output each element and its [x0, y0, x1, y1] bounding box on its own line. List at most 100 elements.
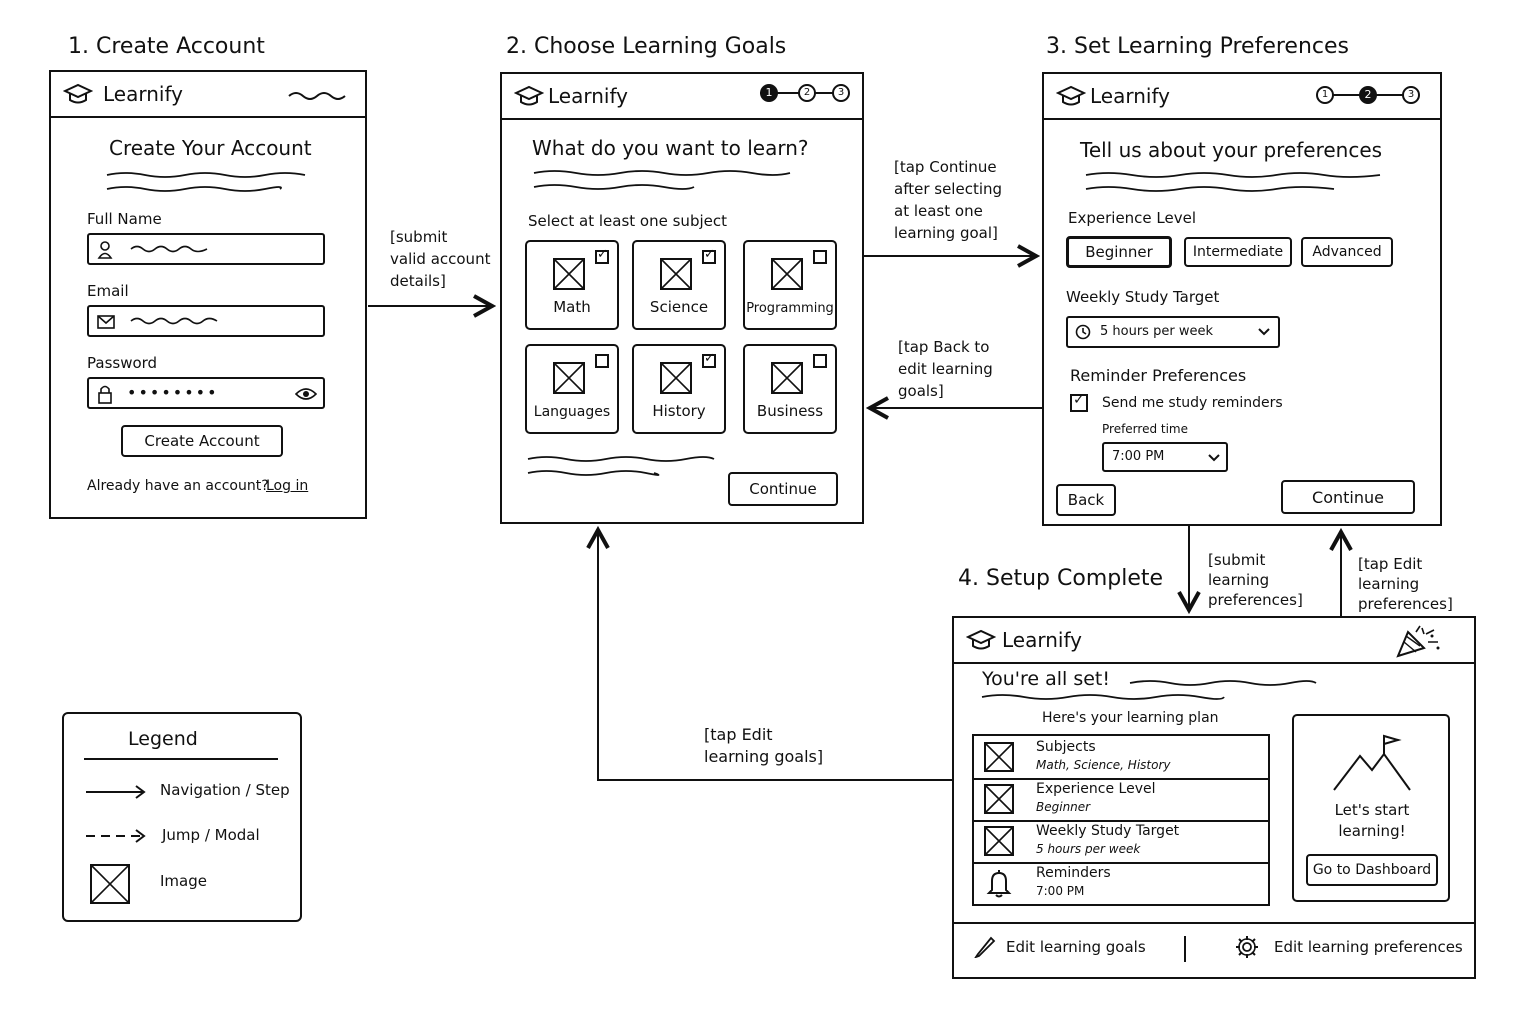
input-squiggle — [130, 317, 218, 325]
level-beginner-button[interactable]: Beginner — [1066, 236, 1172, 268]
subject-tile-business[interactable]: Business — [743, 344, 837, 434]
weekly-target-label: Weekly Study Target — [1066, 288, 1220, 306]
mail-icon — [97, 315, 115, 329]
level-advanced-button[interactable]: Advanced — [1301, 237, 1393, 267]
legend-box: Legend Navigation / Step Jump / Modal Im… — [62, 712, 302, 922]
learning-plan-list: Subjects Math, Science, History Experien… — [972, 734, 1270, 906]
preferred-time-value: 7:00 PM — [1112, 449, 1165, 464]
cta-text: Let's start learning! — [1334, 801, 1410, 840]
image-placeholder-icon — [984, 742, 1014, 772]
step-1-indicator: 1 — [760, 84, 778, 102]
transition-tap-back: [tap Back to edit learning goals] — [898, 338, 993, 400]
eye-icon[interactable] — [295, 387, 317, 401]
legend-title: Legend — [128, 728, 198, 750]
party-popper-icon — [1396, 625, 1440, 658]
subject-tile-languages[interactable]: Languages — [525, 344, 619, 434]
subject-tile-history[interactable]: History — [632, 344, 726, 434]
plan-item-detail: Math, Science, History — [1036, 758, 1171, 772]
plan-item-detail: 7:00 PM — [1036, 884, 1085, 898]
create-account-button[interactable]: Create Account — [121, 425, 283, 457]
arrow-tap-edit-goals — [598, 530, 952, 781]
lock-icon — [98, 385, 112, 404]
subject-name: History — [652, 402, 706, 420]
go-to-dashboard-button[interactable]: Go to Dashboard — [1306, 854, 1438, 886]
footer-separator — [1184, 936, 1186, 962]
login-prompt: Already have an account? — [87, 478, 269, 494]
image-placeholder-icon — [771, 258, 803, 290]
subject-checkbox-languages[interactable] — [595, 354, 609, 368]
screen-title-setup-complete: 4. Setup Complete — [958, 566, 1164, 591]
reminder-checkbox[interactable]: ✓ — [1070, 392, 1088, 412]
edit-prefs-link[interactable]: Edit learning preferences — [1274, 938, 1463, 956]
learning-goals-screen: Learnify 1 2 3 What do you want to learn… — [500, 72, 864, 524]
subject-name: Business — [756, 402, 824, 420]
legend-item-image: Image — [160, 872, 207, 890]
legend-divider — [84, 758, 278, 760]
continue-button[interactable]: Continue — [728, 472, 838, 506]
back-button[interactable]: Back — [1056, 484, 1116, 516]
subject-name: Math — [553, 298, 591, 316]
graduation-cap-icon — [63, 83, 93, 104]
level-intermediate-button[interactable]: Intermediate — [1184, 237, 1292, 267]
clock-icon — [1075, 324, 1091, 340]
mountain-flag-icon — [1333, 734, 1411, 791]
image-placeholder-icon — [984, 826, 1014, 856]
screen-title-preferences: 3. Set Learning Preferences — [1046, 34, 1349, 59]
full-name-field[interactable] — [87, 233, 325, 265]
app-bar: Learnify 1 2 3 — [1044, 74, 1440, 120]
checkmark-icon: ✓ — [1073, 392, 1085, 408]
subject-instruction: Select at least one subject — [528, 212, 727, 230]
weekly-target-select[interactable]: 5 hours per week — [1066, 316, 1280, 348]
preferred-time-label: Preferred time — [1102, 422, 1189, 436]
graduation-cap-icon — [1056, 85, 1086, 106]
subject-name: Languages — [533, 404, 611, 420]
full-name-label: Full Name — [87, 210, 162, 228]
step-3-indicator: 3 — [1402, 86, 1420, 104]
solid-arrow-icon — [86, 785, 146, 799]
experience-label: Experience Level — [1068, 209, 1197, 227]
menu-squiggle-icon[interactable] — [287, 90, 349, 102]
subject-checkbox-history[interactable] — [702, 351, 716, 368]
footer-divider — [954, 922, 1474, 924]
plan-item-detail: 5 hours per week — [1036, 842, 1141, 856]
preferred-time-select[interactable]: 7:00 PM — [1102, 442, 1228, 472]
plan-item-detail: Beginner — [1036, 800, 1091, 814]
image-placeholder-icon — [660, 362, 692, 394]
subject-checkbox-business[interactable] — [813, 354, 827, 368]
login-link[interactable]: Log in — [266, 478, 309, 494]
edit-goals-link[interactable]: Edit learning goals — [1006, 938, 1146, 956]
brand-name: Learnify — [1002, 628, 1082, 652]
step-3-indicator: 3 — [832, 84, 850, 102]
graduation-cap-icon — [966, 629, 996, 650]
subject-tile-science[interactable]: Science — [632, 240, 726, 330]
subject-tile-math[interactable]: Math — [525, 240, 619, 330]
image-placeholder-icon — [984, 784, 1014, 814]
email-field[interactable] — [87, 305, 325, 337]
password-value: •••••••• — [127, 383, 219, 402]
subtitle-placeholder-lines — [1085, 172, 1381, 192]
bell-icon — [986, 870, 1012, 898]
transition-tap-edit-goals: [tap Edit learning goals] — [704, 725, 824, 766]
app-bar: Learnify — [954, 618, 1474, 664]
legend-item-jump: Jump / Modal — [162, 826, 260, 844]
transition-submit-account: [submit valid account details] — [390, 228, 491, 290]
continue-button[interactable]: Continue — [1281, 480, 1415, 514]
subject-checkbox-science[interactable] — [702, 247, 716, 264]
brand-name: Learnify — [548, 84, 628, 108]
plan-item-title: Subjects — [1036, 739, 1096, 755]
plan-item-experience: Experience Level Beginner — [974, 778, 1268, 822]
brand-name: Learnify — [103, 82, 183, 106]
brand-name: Learnify — [1090, 84, 1170, 108]
subject-checkbox-programming[interactable] — [813, 250, 827, 264]
subject-checkbox-math[interactable] — [595, 247, 609, 264]
page-heading: Tell us about your preferences — [1080, 138, 1383, 162]
app-bar: Learnify 1 2 3 — [502, 74, 862, 120]
user-icon — [97, 241, 113, 259]
transition-tap-continue: [tap Continue after selecting at least o… — [894, 158, 1003, 242]
plan-item-subjects: Subjects Math, Science, History — [974, 736, 1268, 780]
password-label: Password — [87, 354, 158, 372]
password-field[interactable]: •••••••• — [87, 377, 325, 409]
subject-tile-programming[interactable]: Programming — [743, 240, 837, 330]
screen-title-learning-goals: 2. Choose Learning Goals — [506, 34, 787, 59]
input-squiggle — [130, 245, 208, 253]
